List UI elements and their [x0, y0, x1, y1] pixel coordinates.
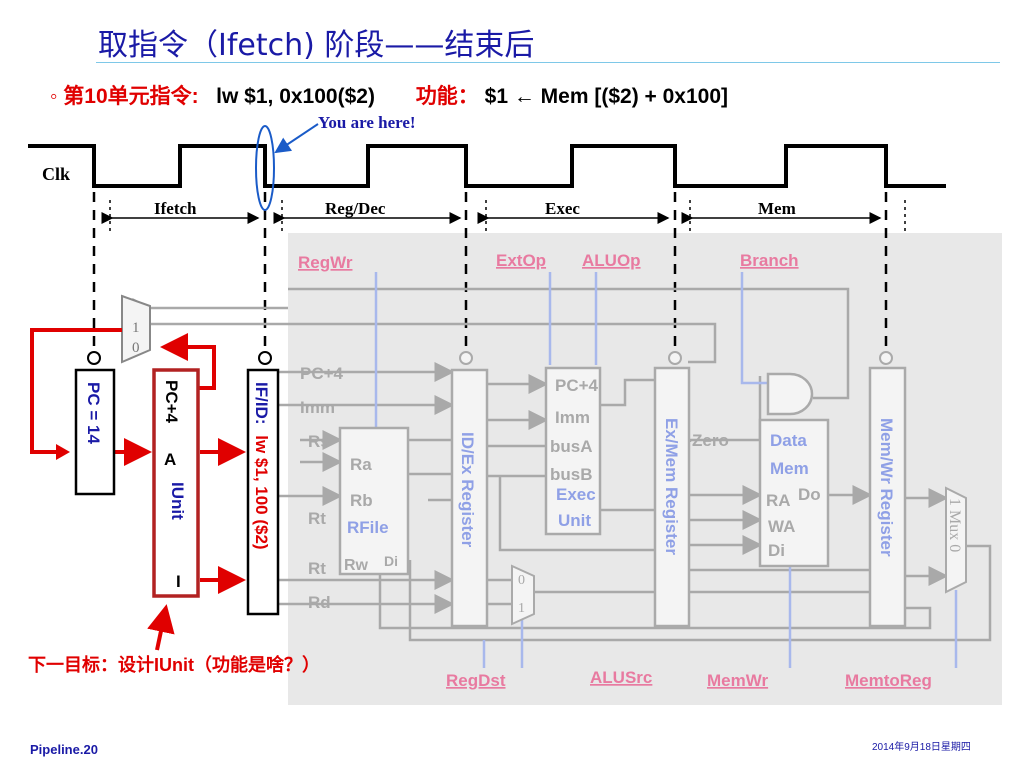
branch-and-gate [766, 372, 814, 416]
next-goal: 下一目标：设计IUnit（功能是啥？） [28, 654, 320, 675]
iunit-pc4-label: PC+4 [162, 380, 181, 424]
alusrc-mux-1: 1 [518, 601, 525, 616]
pc-register [74, 368, 116, 496]
alusrc-mux-0: 0 [518, 573, 525, 588]
red-active-paths [30, 328, 246, 651]
function-expression: $1 ← Mem [($2) + 0x100] [484, 85, 729, 108]
dp-imm-a: Imm [300, 398, 335, 417]
dp-busa: busA [550, 437, 593, 456]
instruction-text: lw $1, 0x100($2) [216, 85, 375, 108]
dp-pc4-b: PC+4 [555, 376, 599, 395]
iunit-i-label: I [176, 572, 181, 591]
pc-mux-0: 0 [132, 340, 140, 356]
ctrl-regdst: RegDst [446, 671, 506, 690]
ctrl-extop: ExtOp [496, 251, 546, 270]
alusrc-mux [511, 564, 535, 626]
clk-label: Clk [42, 164, 70, 184]
ctrl-aluop: ALUOp [582, 251, 641, 270]
stage-ifetch: Ifetch [154, 199, 197, 218]
iunit-name-label: IUnit [168, 482, 187, 520]
dp-mem: Mem [770, 459, 809, 478]
bullet-symbol: ◦ [50, 85, 58, 108]
pc-mux-1: 1 [132, 320, 140, 336]
gray-wiring [150, 287, 992, 642]
control-lines [374, 272, 958, 668]
dp-zero: Zero [692, 431, 729, 450]
out-mux-label: 1Mux0 [946, 498, 963, 552]
dp-rt2: Rt [308, 559, 326, 578]
stage-exec: Exec [545, 199, 580, 218]
memtoreg-mux [945, 486, 967, 594]
dp-data: Data [770, 431, 807, 450]
ifid-label: IF/ID: lw $1, 100 ($2) [252, 382, 271, 550]
you-are-here-label: You are here! [318, 113, 416, 132]
clock-waveform [28, 144, 946, 188]
dp-busb: busB [550, 465, 593, 484]
exmem-register [653, 366, 691, 628]
you-are-here-marker [255, 125, 275, 211]
exec-unit [544, 366, 602, 536]
dp-pc4-a: PC+4 [300, 364, 344, 383]
iunit-a-label: A [164, 450, 176, 469]
instruction-line: ◦ 第10单元指令: lw $1, 0x100($2) 功能： $1 ← Mem… [50, 80, 728, 110]
footer-date: 2014年9月18日星期四 [872, 742, 971, 753]
ctrl-branch: Branch [740, 251, 799, 270]
stage-mem: Mem [758, 199, 796, 218]
memwr-register [868, 366, 907, 628]
dp-rb: Rb [350, 491, 373, 510]
pc-mux [121, 294, 151, 364]
dp-wa: WA [768, 517, 795, 536]
dp-ra2: RA [766, 491, 791, 510]
dp-di1: Di [384, 553, 398, 569]
dp-imm-b: Imm [555, 408, 590, 427]
data-memory [758, 418, 830, 568]
memwr-label: Mem/Wr Register [877, 418, 896, 557]
ctrl-memtoreg: MemtoReg [845, 671, 932, 690]
stage-regdec: Reg/Dec [325, 199, 386, 218]
dp-unit: Unit [558, 511, 591, 530]
ctrl-regwr: RegWr [298, 253, 353, 272]
iunit-block [152, 368, 200, 598]
dp-exec: Exec [556, 485, 596, 504]
register-file [338, 426, 410, 576]
idex-register [450, 368, 489, 628]
dp-rfile: RFile [347, 518, 389, 537]
dp-ra: Ra [350, 455, 372, 474]
dp-di2: Di [768, 541, 785, 560]
dp-rs: Rs [308, 432, 330, 451]
function-label: 功能： [415, 85, 479, 108]
exmem-label: Ex/Mem Register [662, 418, 681, 555]
dp-rw: Rw [344, 557, 369, 574]
unit-instruction-label: 第10单元指令: [63, 85, 199, 108]
page-title: 取指令（Ifetch) 阶段——结束后 [98, 28, 535, 63]
idex-label: ID/Ex Register [458, 432, 477, 548]
ctrl-alusrc: ALUSrc [590, 668, 652, 687]
title-divider [96, 62, 1000, 63]
footer-page: Pipeline.20 [30, 742, 98, 757]
pc-register-label: PC = 14 [84, 382, 103, 444]
ctrl-memwr: MemWr [707, 671, 768, 690]
dp-rd: Rd [308, 593, 331, 612]
dp-rt1: Rt [308, 509, 326, 528]
dp-do: Do [798, 485, 821, 504]
ifid-register [246, 368, 280, 616]
